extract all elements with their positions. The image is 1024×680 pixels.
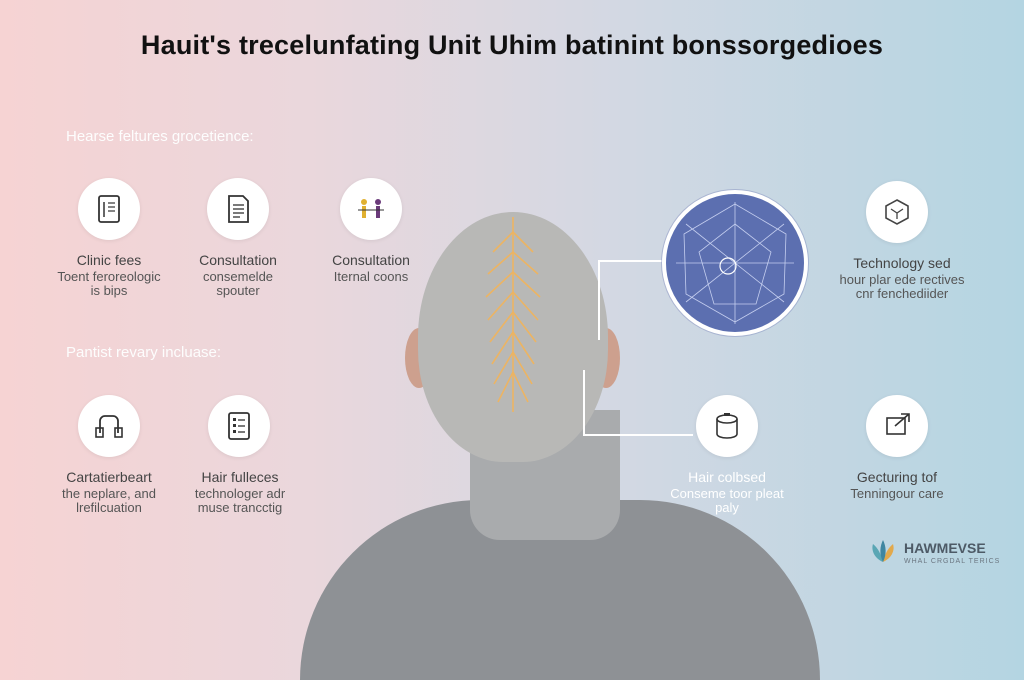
label-consultation-2: Consultation Iternal coons (296, 253, 446, 284)
label-line: paly (715, 500, 739, 515)
network-icon (676, 202, 794, 324)
page-title: Hauit's trecelunfating Unit Uhim batinin… (140, 30, 884, 60)
brand-tagline: WHAL CRGDAL TERICS (904, 558, 1001, 565)
hair-parting-icon (485, 217, 541, 412)
connector-line (583, 434, 693, 436)
label-line: muse trancctig (197, 500, 283, 515)
clinic-fees-icon (78, 178, 140, 240)
technology-hexagon-icon (866, 181, 928, 243)
cartatier-link-icon (78, 395, 140, 457)
label-line: spouter (216, 283, 260, 298)
label-heading: Cartatierbeart (66, 469, 152, 485)
label-consultation-1: Consultation consemelde spouter (163, 253, 313, 298)
consultation-document-icon (207, 178, 269, 240)
label-gecturing: Gecturing tof Tenningour care (822, 470, 972, 501)
label-line: Tenningour care (850, 486, 944, 501)
label-clinic-fees: Clinic fees Toent feroreologic is bips (34, 253, 184, 298)
connector-line (598, 260, 600, 340)
section-heading-top: Hearse feltures grocetience: (66, 128, 254, 145)
label-line: Toent feroreologic (57, 269, 161, 284)
label-line: the neplare, and (62, 486, 156, 501)
label-heading: Gecturing tof (856, 469, 938, 485)
label-heading: Technology sed (853, 255, 951, 271)
consultation-people-icon (340, 178, 402, 240)
label-heading: Hair fulleces (201, 469, 279, 485)
gecturing-tool-icon (866, 395, 928, 457)
label-line: technologer adr (194, 486, 286, 501)
label-line: hour plar ede rectives (839, 272, 965, 287)
head (418, 212, 608, 462)
label-hair-colbsed: Hair colbsed Conseme toor pleat paly (652, 470, 802, 515)
connector-line (583, 370, 585, 436)
label-line: Iternal coons (333, 269, 409, 284)
label-line: cnr fenchediider (855, 286, 949, 301)
network-diagram (662, 190, 808, 336)
section-heading-bottom: Pantist revary incluase: (66, 344, 222, 361)
label-heading: Clinic fees (76, 252, 142, 268)
label-heading: Consultation (332, 252, 410, 268)
label-line: lrefilcuation (76, 500, 142, 515)
leaf-logo-icon (872, 540, 894, 562)
label-line: consemelde (202, 269, 274, 284)
label-cartatier: Cartatierbeart the neplare, and lrefilcu… (34, 470, 184, 515)
hair-fulleces-list-icon (208, 395, 270, 457)
label-line: is bips (90, 283, 128, 298)
connector-line (598, 260, 662, 262)
label-technology: Technology sed hour plar ede rectives cn… (822, 256, 982, 301)
hair-colbsed-container-icon (696, 395, 758, 457)
label-heading: Hair colbsed (688, 469, 766, 485)
label-hair-fulleces: Hair fulleces technologer adr muse tranc… (165, 470, 315, 515)
brand-name: HAWMEVSE (904, 540, 986, 556)
label-line: Conseme toor pleat (670, 486, 784, 501)
label-heading: Consultation (199, 252, 277, 268)
